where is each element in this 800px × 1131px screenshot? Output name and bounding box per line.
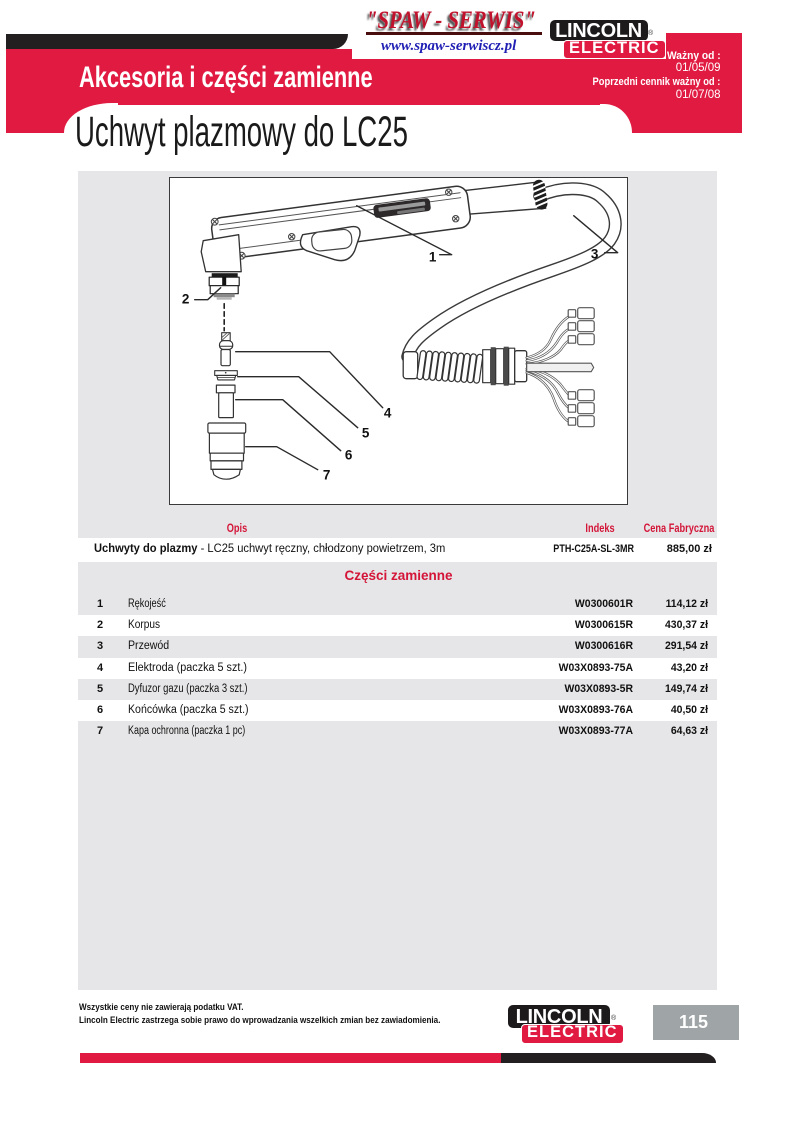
svg-text:3: 3 — [591, 247, 599, 262]
svg-text:6: 6 — [345, 448, 353, 463]
svg-text:2: 2 — [182, 292, 190, 307]
svg-text:7: 7 — [323, 468, 331, 483]
svg-text:4: 4 — [384, 406, 392, 421]
svg-text:1: 1 — [429, 250, 437, 265]
svg-text:5: 5 — [362, 426, 370, 441]
